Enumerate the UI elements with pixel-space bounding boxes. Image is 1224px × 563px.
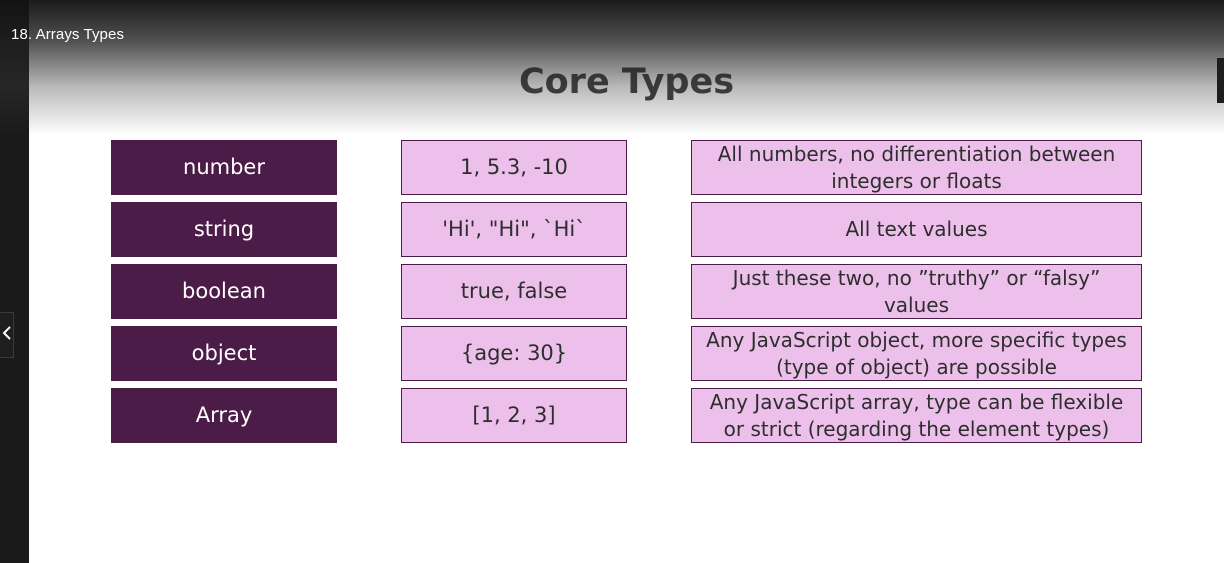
- description-cell-string: All text values: [691, 202, 1142, 257]
- type-cell-number: number: [111, 140, 337, 195]
- type-cell-object: object: [111, 326, 337, 381]
- description-cell-number: All numbers, no differentiation between …: [691, 140, 1142, 195]
- description-cell-object: Any JavaScript object, more specific typ…: [691, 326, 1142, 381]
- sidebar-edge-marker: [1217, 58, 1224, 103]
- slide-title: Core Types: [518, 62, 735, 102]
- example-cell-number: 1, 5.3, -10: [401, 140, 627, 195]
- example-cell-string: 'Hi', "Hi", `Hi`: [401, 202, 627, 257]
- chevron-left-icon: [2, 325, 12, 346]
- type-cell-array: Array: [111, 388, 337, 443]
- type-cell-string: string: [111, 202, 337, 257]
- slide: Core Types number 1, 5.3, -10 All number…: [29, 0, 1224, 563]
- description-cell-boolean: Just these two, no ”truthy” or “falsy” v…: [691, 264, 1142, 319]
- example-cell-boolean: true, false: [401, 264, 627, 319]
- video-title: 18. Arrays Types: [11, 26, 125, 43]
- description-cell-array: Any JavaScript array, type can be flexib…: [691, 388, 1142, 443]
- example-cell-array: [1, 2, 3]: [401, 388, 627, 443]
- type-cell-boolean: boolean: [111, 264, 337, 319]
- previous-button[interactable]: [0, 312, 14, 358]
- example-cell-object: {age: 30}: [401, 326, 627, 381]
